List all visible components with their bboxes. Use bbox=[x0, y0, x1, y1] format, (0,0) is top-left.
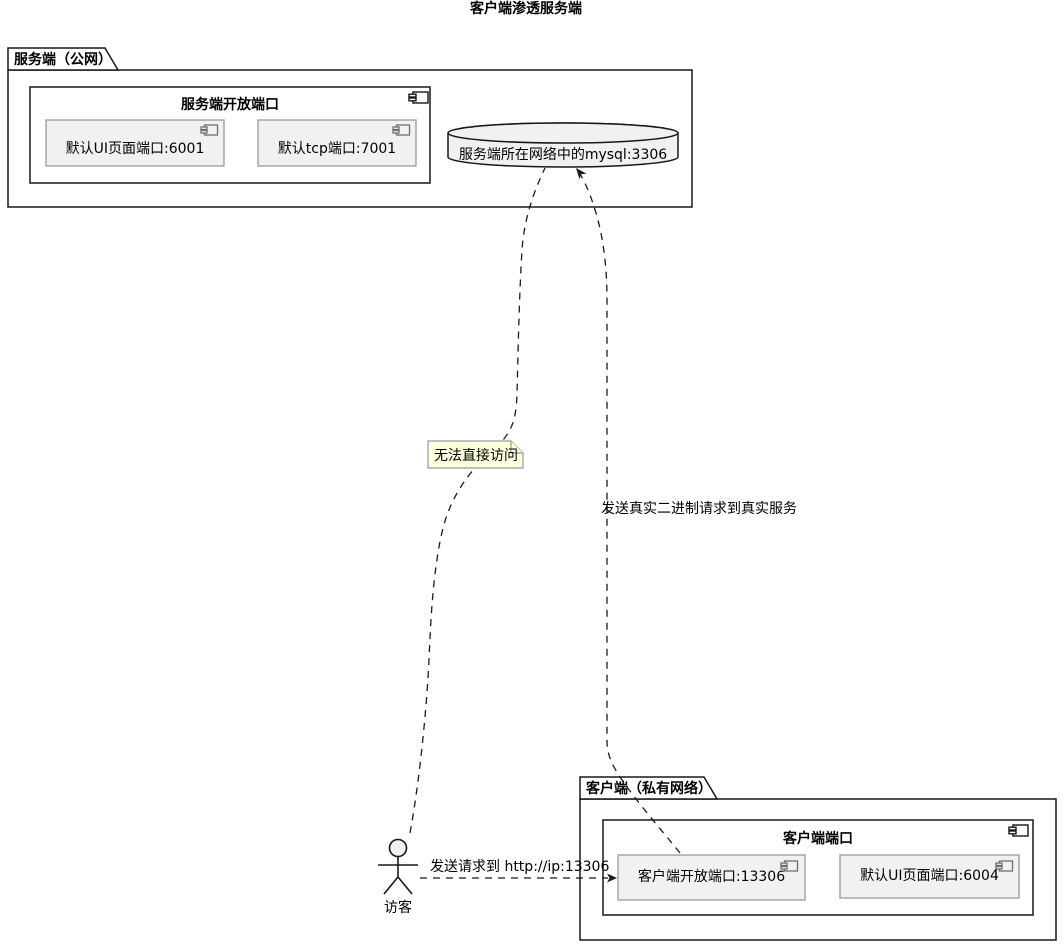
port-open-13306 bbox=[617, 854, 806, 901]
server-package-label: 服务端（公网） bbox=[14, 52, 112, 68]
port-tcp-7001-label: 默认tcp端口:7001 bbox=[277, 141, 397, 157]
port-ui-6004 bbox=[839, 854, 1020, 899]
component-icon bbox=[392, 124, 411, 136]
arrowhead-at-13306 bbox=[607, 873, 617, 883]
component-icon bbox=[408, 91, 429, 104]
port-ui-6001-label: 默认UI页面端口:6001 bbox=[65, 141, 205, 157]
database-cylinder-icon bbox=[447, 122, 679, 168]
port-tcp-7001 bbox=[257, 119, 417, 167]
actor-icon bbox=[378, 838, 418, 895]
arrowhead-at-mysql bbox=[576, 168, 587, 180]
port-ui-6001 bbox=[45, 119, 225, 167]
port-ui-6004-label: 默认UI页面端口:6004 bbox=[860, 868, 999, 884]
component-icon bbox=[1008, 824, 1029, 837]
client-package-tab bbox=[579, 776, 719, 800]
client-component-title: 客户端端口 bbox=[783, 831, 853, 847]
component-icon bbox=[995, 860, 1014, 872]
actor-label: 访客 bbox=[384, 900, 412, 916]
component-icon bbox=[780, 860, 799, 872]
note-icon bbox=[427, 440, 524, 469]
edge-label-send-request: 发送请求到 http://ip:13306 bbox=[430, 859, 610, 875]
mysql-database-label: 服务端所在网络中的mysql:3306 bbox=[458, 147, 668, 163]
edge-label-binary-request: 发送真实二进制请求到真实服务 bbox=[601, 501, 797, 517]
note-text: 无法直接访问 bbox=[434, 448, 518, 464]
server-component-title: 服务端开放端口 bbox=[181, 97, 279, 113]
edge-visitor-to-mysql bbox=[409, 167, 546, 834]
diagram-title: 客户端渗透服务端 bbox=[470, 1, 582, 17]
client-package-label: 客户端（私有网络） bbox=[586, 781, 712, 797]
port-open-13306-label: 客户端开放端口:13306 bbox=[637, 869, 786, 885]
component-icon bbox=[200, 124, 219, 136]
server-package-tab bbox=[7, 47, 120, 71]
edge-13306-to-mysql bbox=[576, 168, 681, 854]
